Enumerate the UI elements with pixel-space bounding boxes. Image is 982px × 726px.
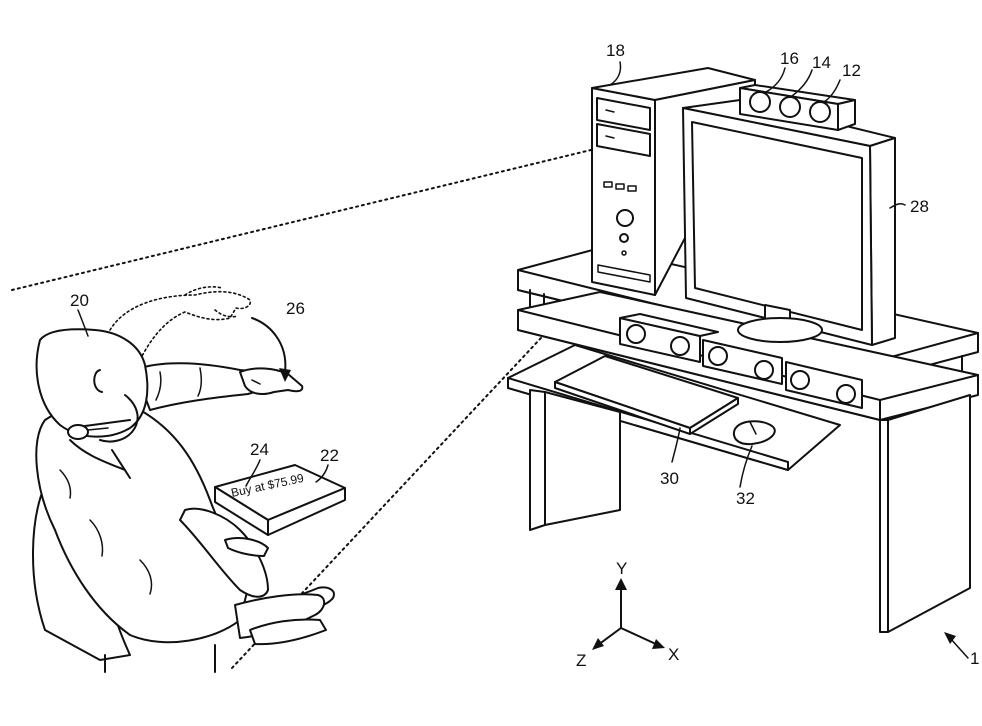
ref-16: 16 bbox=[780, 49, 799, 68]
ref-26: 26 bbox=[286, 299, 305, 318]
user-figure bbox=[32, 286, 335, 673]
ref-22: 22 bbox=[320, 446, 339, 465]
ref-30: 30 bbox=[660, 469, 679, 488]
reference-numerals: 18 16 14 12 28 20 26 24 22 30 32 1 bbox=[70, 41, 979, 668]
keyboard bbox=[554, 355, 739, 435]
ref-32: 32 bbox=[736, 489, 755, 508]
speaker-left bbox=[619, 313, 719, 363]
speaker-bar-group bbox=[619, 313, 863, 409]
ref-14: 14 bbox=[812, 53, 831, 72]
axis-y-label: Y bbox=[616, 559, 627, 578]
ref-28: 28 bbox=[910, 197, 929, 216]
axis-z-label: Z bbox=[576, 651, 586, 670]
gesture-arrow bbox=[251, 317, 291, 382]
ref-18: 18 bbox=[606, 41, 625, 60]
ref-1-arrow bbox=[944, 632, 969, 659]
coordinate-axes: Y X Z bbox=[576, 559, 679, 670]
axis-x-label: X bbox=[668, 645, 679, 664]
ref-1: 1 bbox=[970, 649, 979, 668]
ref-24: 24 bbox=[250, 440, 269, 459]
speaker-center bbox=[702, 339, 783, 385]
mouse bbox=[732, 420, 776, 446]
ref-12: 12 bbox=[842, 61, 861, 80]
book: Buy at $75.99 bbox=[214, 464, 346, 536]
ref-20: 20 bbox=[70, 291, 89, 310]
leader-lines bbox=[77, 61, 906, 488]
sensor-bar bbox=[739, 84, 856, 131]
speaker-right bbox=[785, 361, 863, 409]
